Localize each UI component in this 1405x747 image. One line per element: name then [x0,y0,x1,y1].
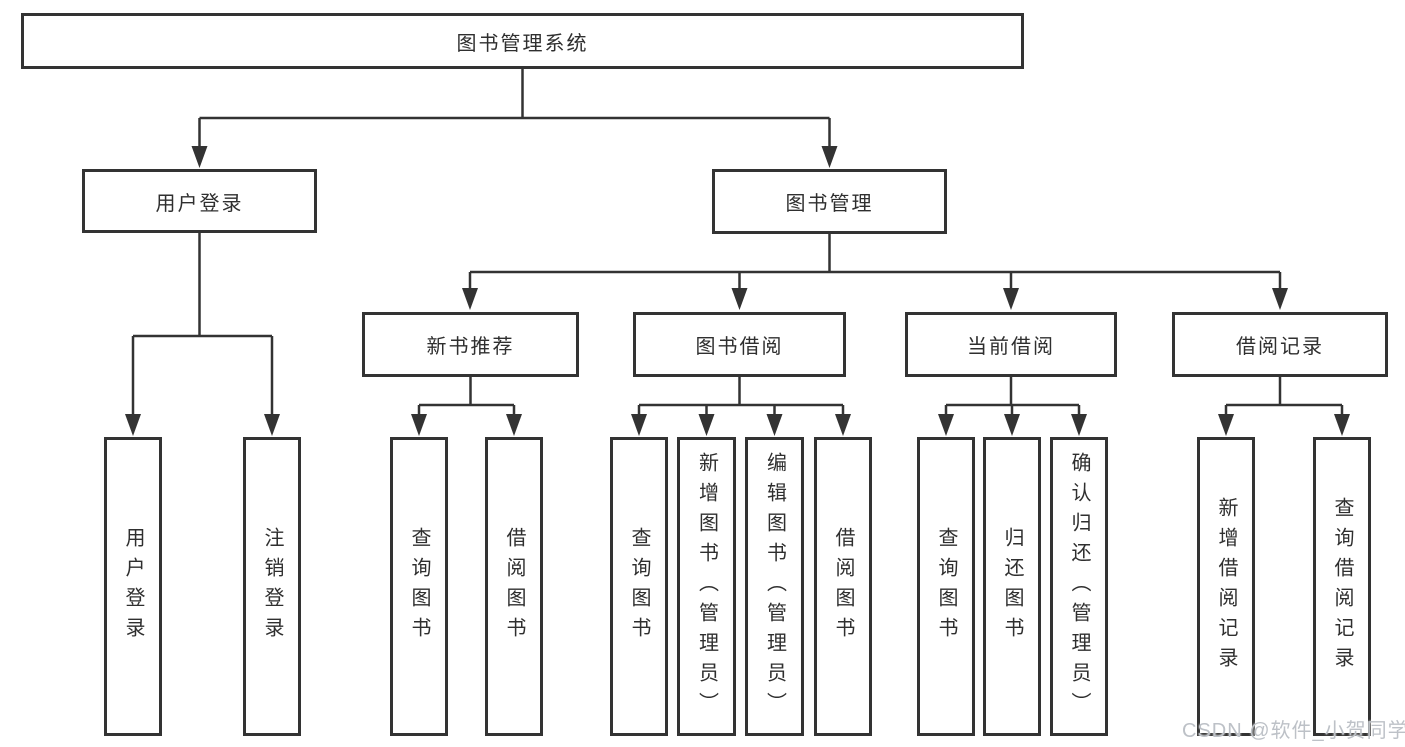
node-label: 确认归还（管理员） [1068,451,1090,722]
arrowhead-icon [938,414,954,436]
leaf-return-books: 归还图书 [983,437,1041,736]
node-label: 新增借阅记录 [1215,496,1237,677]
node-label: 注销登录 [261,526,283,647]
arrowhead-icon [1003,288,1019,310]
csdn-watermark: CSDN @软件_小贺同学 [1182,720,1405,742]
arrowhead-icon [698,414,715,436]
node-label: 借阅记录 [1236,336,1324,358]
node-label: 查询图书 [935,526,957,647]
leaf-add-books-admin: 新增图书（管理员） [677,437,736,736]
leaf-borrow-books: 借阅图书 [814,437,872,736]
leaf-query-books-recommend: 查询图书 [390,437,448,736]
arrowhead-icon [264,414,280,436]
node-label: 新书推荐 [426,336,515,358]
node-label: 借阅图书 [832,526,854,647]
node-user-login-branch: 用户登录 [82,169,317,233]
node-new-book-recommendation: 新书推荐 [362,312,579,377]
arrowhead-icon [462,288,478,310]
leaf-query-borrow-record: 查询借阅记录 [1313,437,1371,736]
leaf-query-books-borrow: 查询图书 [610,437,668,736]
leaf-add-borrow-record: 新增借阅记录 [1197,437,1255,736]
arrowhead-icon [1272,288,1288,310]
arrowhead-icon [766,414,783,436]
node-book-management-branch: 图书管理 [712,169,947,234]
arrowhead-icon [125,414,141,436]
node-current-borrowing: 当前借阅 [905,312,1117,377]
leaf-logout: 注销登录 [243,437,301,736]
node-label: 当前借阅 [967,336,1055,358]
arrowhead-icon [631,414,647,436]
node-label: 图书借阅 [695,336,784,358]
arrowhead-icon [1218,414,1234,436]
node-label: 查询借阅记录 [1331,496,1353,677]
node-label: 图书管理 [785,193,874,215]
arrowhead-icon [411,414,427,436]
leaf-user-login: 用户登录 [104,437,162,736]
node-label: 用户登录 [122,526,144,647]
node-label: 图书管理系统 [456,32,589,55]
node-root-library-system: 图书管理系统 [21,13,1024,69]
node-book-borrowing: 图书借阅 [633,312,846,377]
tree-edges [131,69,1344,420]
node-label: 编辑图书（管理员） [763,451,786,722]
node-borrowing-records: 借阅记录 [1172,312,1388,377]
arrowhead-icon [1004,414,1020,436]
leaf-edit-books-admin: 编辑图书（管理员） [745,437,804,736]
arrowhead-icon [1071,414,1087,436]
arrowhead-icon [731,288,748,310]
leaf-borrow-books-recommend: 借阅图书 [485,437,543,736]
arrowhead-icon [835,414,851,436]
node-label: 用户登录 [155,192,244,215]
node-label: 查询图书 [628,526,650,647]
node-label: 借阅图书 [503,526,525,647]
node-label: 新增图书（管理员） [695,451,718,722]
arrowhead-icon [821,146,838,168]
arrowhead-icon [506,414,522,436]
node-label: 查询图书 [408,526,430,647]
leaf-confirm-return-admin: 确认归还（管理员） [1050,437,1108,736]
arrowhead-icon [1334,414,1350,436]
leaf-query-books-current: 查询图书 [917,437,975,736]
arrowhead-icon [191,146,208,168]
node-label: 归还图书 [1001,526,1023,647]
